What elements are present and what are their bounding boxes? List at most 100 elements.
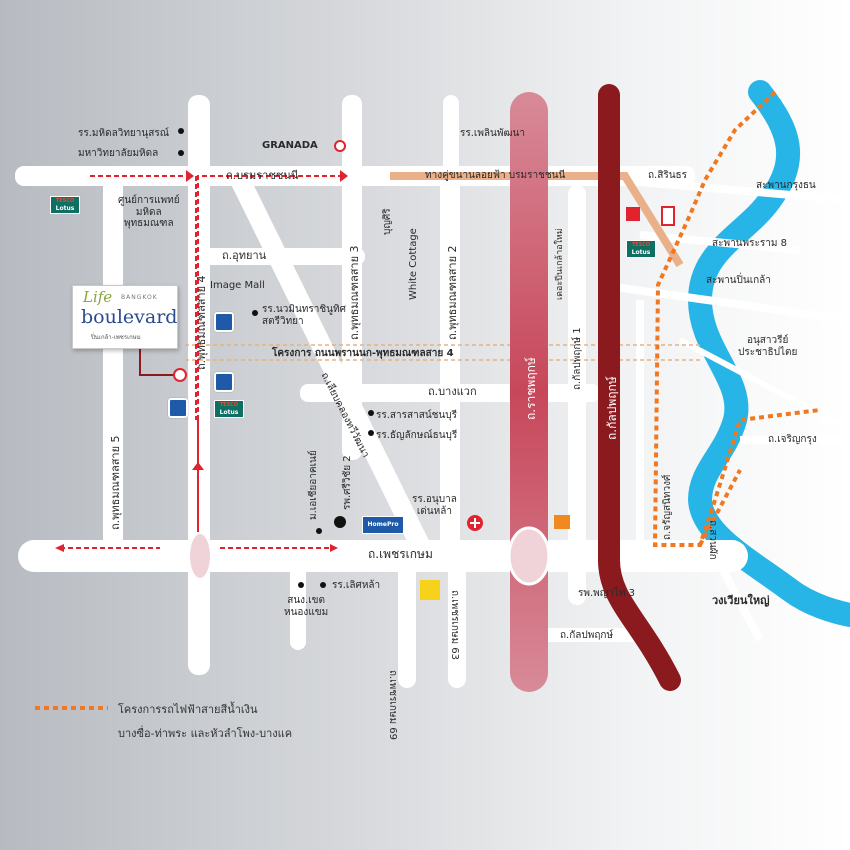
lotus-label: Lotus	[631, 249, 651, 256]
label-charansanitwong: ถ.จรัญสนิทวงศ์	[662, 474, 673, 540]
orange-logo-phet	[554, 515, 570, 529]
label-phutthamonthon-3: ถ.พุทธมณฑลสาย 3	[348, 245, 361, 340]
route-arrow-5	[330, 544, 338, 552]
poi-dot	[252, 310, 258, 316]
tesco-label: TESCO	[219, 402, 239, 408]
label-road-project: โครงการ ถนนพรานนก-พุทธมณฑลสาย 4	[272, 348, 454, 359]
label-phutthamonthon-4: ถ.พุทธมณฑลสาย 4	[195, 275, 208, 370]
callout-line	[139, 345, 180, 376]
road-phutthamonthon-2	[440, 168, 460, 548]
label-anuban: รร.อนุบาล เด่นหล้า	[412, 494, 457, 517]
poi-big-dot	[334, 516, 346, 528]
label-university-sripatum: ม.เอเชียอาคเนย์	[308, 450, 319, 520]
yellow-logo	[420, 580, 440, 600]
label-sirindhorn: ถ.สิรินธร	[648, 170, 688, 181]
tesco-label: TESCO	[55, 198, 75, 204]
road-phutthamonthon-3	[342, 95, 362, 460]
road-right-diag	[678, 337, 850, 433]
label-kanlapaphruek: ถ.กัลปพฤกษ์	[560, 630, 614, 641]
label-sarasas: รร.สารสาสน์ชนบุรี	[376, 410, 458, 421]
road-phutthamonthon-5	[103, 168, 123, 550]
label-wongwian-yai: วงเวียนใหญ่	[712, 594, 770, 607]
road-phetkasem-69	[398, 560, 416, 688]
label-kanlapaphruek-red: ถ.กัลปพฤกษ์	[605, 376, 619, 440]
poi-dot	[178, 128, 184, 134]
brand-sub: ปิ่นเกล้า-เพชรเกษม	[91, 334, 141, 341]
road-kanlapaphruek	[540, 628, 650, 642]
label-school-lertla: รร.เลิศหล้า	[332, 580, 381, 591]
chao-phraya-river	[687, 80, 850, 627]
label-navaminthra: รร.นวมินทราชินูทิศ สตรีวิทยา	[262, 304, 346, 327]
legend-line1: โครงการรถไฟฟ้าสายสีน้ำเงิน	[118, 703, 258, 716]
bank-icon	[214, 312, 234, 332]
homepro-label: HomePro	[367, 521, 399, 528]
label-democracy-monument: อนุสาวรีย์ ประชาธิปไตย	[738, 335, 798, 358]
route-arrow-3	[340, 170, 348, 182]
homepro-store: HomePro	[362, 516, 404, 534]
interchange-phutthamonthon4	[190, 534, 210, 578]
red-logo-right	[626, 207, 640, 221]
bridge-pinklao-road	[599, 281, 850, 324]
label-hospital-srivichai: รพ.ศรีวิชัย 2	[342, 455, 353, 510]
label-nong-khaem: สนง.เขต หนองแขม	[284, 595, 329, 618]
road-kanlapaphruek-red	[598, 84, 681, 691]
label-borommaratchachonnani: ถ.บรมราชชนนี	[226, 169, 299, 182]
poi-dot	[316, 528, 322, 534]
label-uthayan: ถ.อุทยาน	[222, 249, 267, 262]
poi-dot	[368, 430, 374, 436]
road-suan-phak-top	[443, 95, 459, 175]
label-phutthamonthon-5: ถ.พุทธมณฑลสาย 5	[109, 435, 122, 530]
project-logo: Life BANGKOK boulevard ปิ่นเกล้า-เพชรเกษ…	[72, 285, 178, 349]
route-arrow-4	[192, 462, 204, 470]
poi-dot	[320, 582, 326, 588]
label-white-cottage: White Cottage	[408, 228, 419, 300]
label-image-mall: Image Mall	[210, 280, 265, 291]
project-pin	[173, 368, 187, 382]
label-phyathai3: รพ.พญาไท 3	[578, 588, 636, 599]
orange-logo-right	[661, 206, 675, 226]
label-granada: GRANADA	[262, 140, 318, 151]
route-arrow-1	[55, 544, 64, 552]
label-medical-center: ศูนย์การแพทย์ มหิดล พุทธมณฑล	[118, 195, 180, 229]
interchange-ratchaphruek	[507, 526, 551, 586]
label-bridge-rama8: สะพานพระราม 8	[712, 238, 787, 249]
blue-line-route	[652, 90, 821, 547]
granada-pin	[334, 140, 346, 152]
elevated-road	[390, 172, 684, 268]
label-suan-phak: ถ.สวนผัก	[707, 520, 718, 560]
lotus-label: Lotus	[219, 409, 239, 416]
bank-icon	[214, 372, 234, 392]
legend-line2: บางซื่อ-ท่าพระ และหัวลำโพง-บางแค	[118, 727, 293, 740]
brand-line2: boulevard	[81, 306, 178, 328]
label-wat-chaiyaphruek: เดอะปีนเกล้าอใหม่	[555, 228, 565, 300]
label-bunyasiri: บุญศิริ	[382, 208, 393, 235]
poi-dot	[298, 582, 304, 588]
brand-line1: Life	[83, 288, 113, 306]
label-thanyathanburi: รร.ธัญลักษณ์ธนบุรี	[376, 430, 458, 441]
lotus-label: Lotus	[55, 205, 75, 212]
brand-small: BANGKOK	[121, 294, 158, 301]
label-mahidol-school: รร.มหิดลวิทยานุสรณ์	[78, 128, 169, 139]
road-phetkasem-63	[448, 560, 466, 688]
poi-dot	[178, 150, 184, 156]
bank-icon	[168, 398, 188, 418]
label-kanlapaphruek-1: ถ.กัลปพฤกษ์ 1	[572, 327, 583, 390]
label-bridge-pinklao: สะพานปิ่นเกล้า	[706, 275, 771, 286]
access-route	[60, 175, 340, 549]
route-arrow-2	[186, 170, 194, 182]
tesco-label: TESCO	[631, 242, 651, 248]
label-phetkasem: ถ.เพชรเกษม	[368, 547, 433, 561]
label-phloen-phatthana: รร.เพลินพัฒนา	[460, 128, 525, 139]
label-ratchaphruek: ถ.ราชพฤกษ์	[524, 357, 538, 420]
label-bridge-krungthon: สะพานกรุงธน	[756, 180, 816, 191]
label-charoen-krung: ถ.เจริญกรุง	[768, 434, 817, 445]
poi-dot	[368, 410, 374, 416]
label-mahidol-univ: มหาวิทยาลัยมหิดล	[78, 148, 159, 159]
road-sirindhorn	[625, 166, 695, 186]
label-phetkasem-63: ถ.เพชรเกษม 63	[449, 590, 460, 660]
label-phetkasem-69: ถ.เพชรเกษม 69	[387, 670, 398, 740]
